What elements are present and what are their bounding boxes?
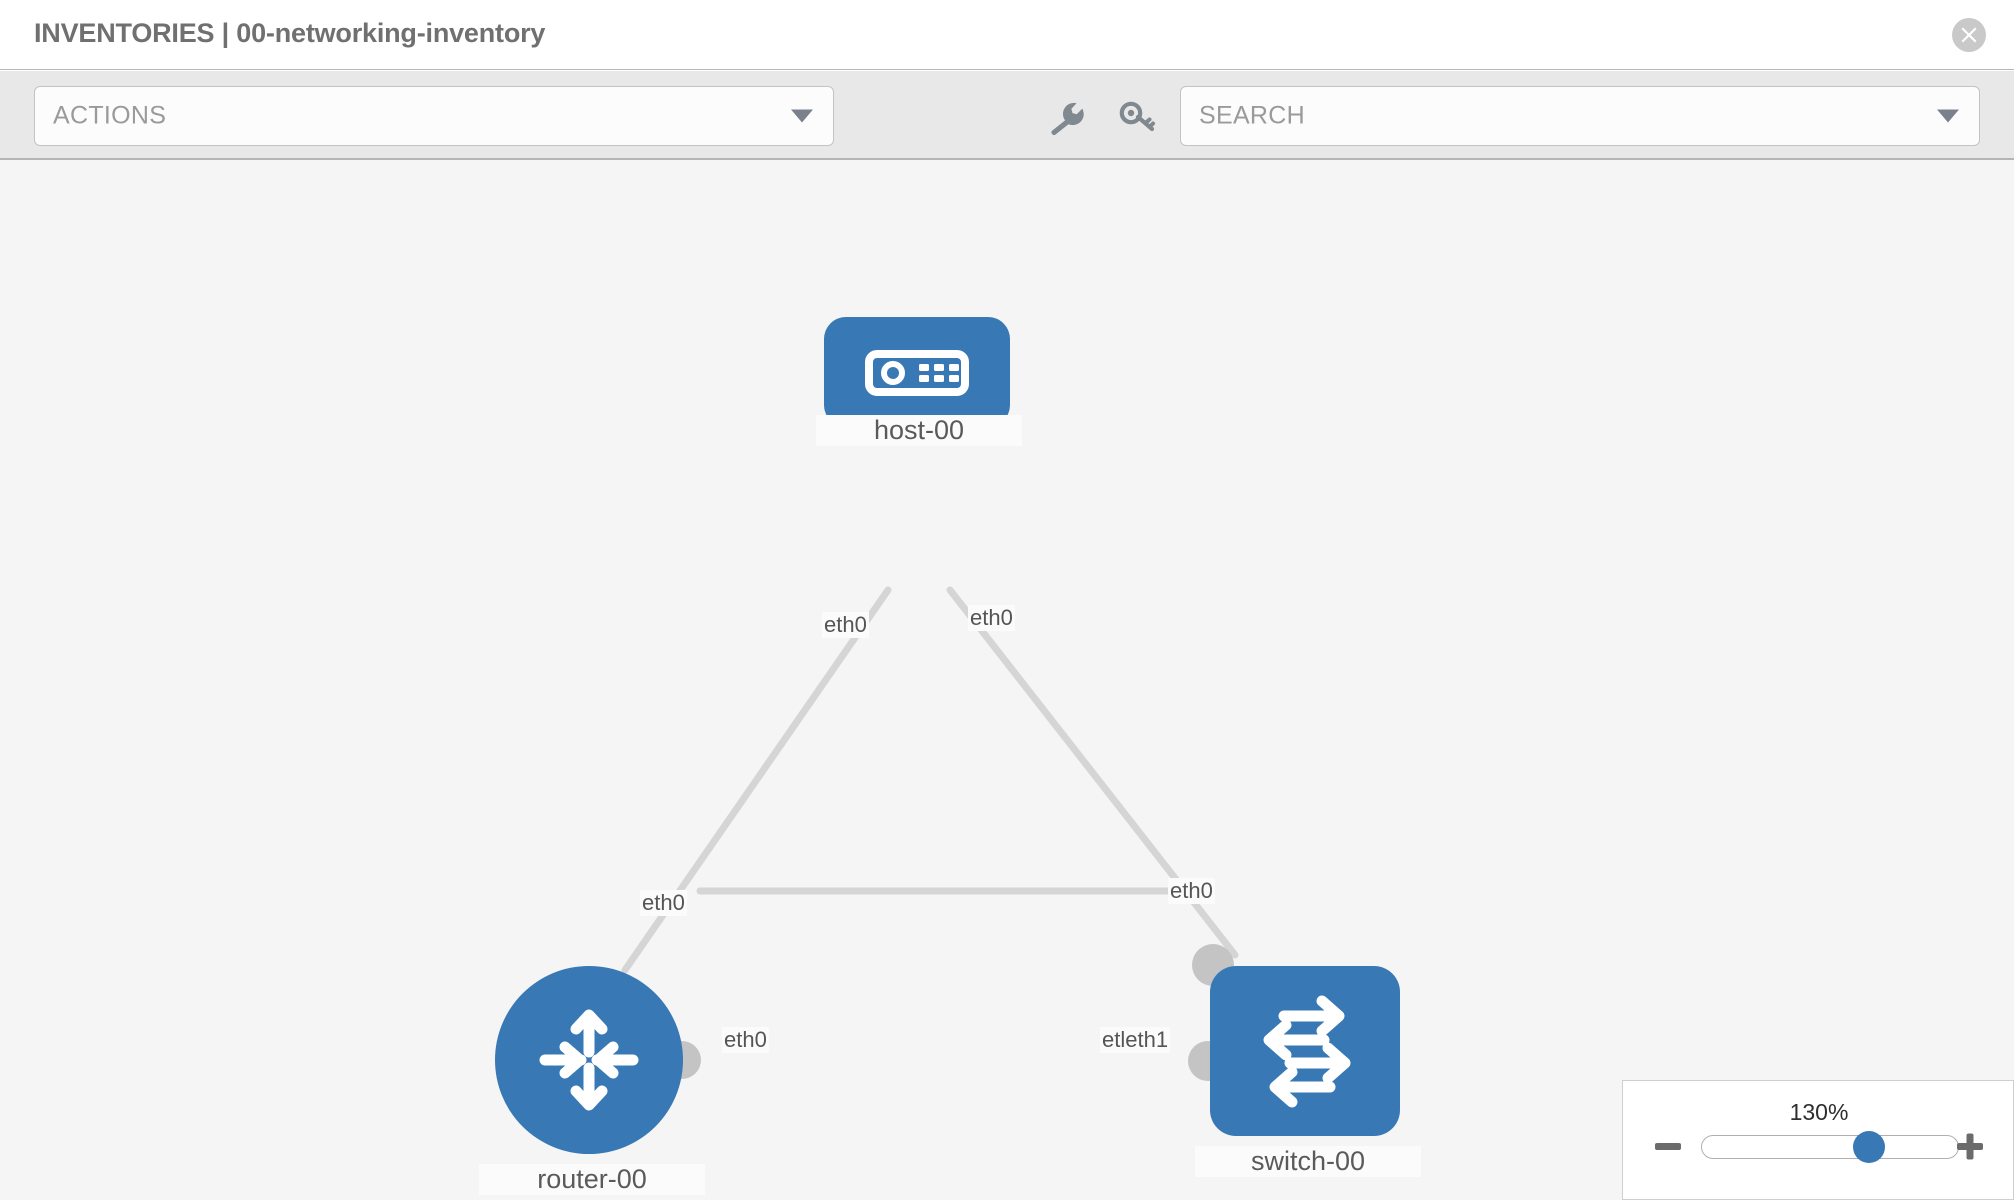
switch-node-label: switch-00 [1195,1146,1421,1177]
switch-node-shape[interactable] [1210,966,1400,1136]
server-device-icon [865,350,969,396]
edge-label-switch-left: etleth1 [1100,1027,1171,1053]
topology-node-switch[interactable]: switch-00 [1188,944,1421,1177]
search-input[interactable]: SEARCH [1180,86,1980,146]
page-header: INVENTORIES | 00-networking-inventory [0,0,2014,70]
router-arrows-icon [539,1009,639,1111]
topology-node-host[interactable]: host-00 [816,317,1022,446]
edge-label-switch-up: eth0 [1168,878,1215,904]
host-node-shape[interactable] [824,317,1010,427]
search-placeholder: SEARCH [1199,101,1305,130]
page-toolbar: ACTIONS SEARCH [0,71,2014,160]
key-icon[interactable] [1118,99,1158,137]
topology-links [621,586,1239,974]
chevron-down-icon [791,109,813,123]
topology-node-router[interactable]: router-00 [479,966,705,1195]
close-icon[interactable] [1952,18,1986,52]
switch-arrows-icon [1263,995,1351,1108]
zoom-control-panel: 130% [1622,1080,2014,1200]
wrench-icon[interactable] [1046,99,1086,137]
router-node-label: router-00 [479,1164,705,1195]
plus-icon[interactable] [1953,1129,1987,1163]
actions-dropdown-label: ACTIONS [53,101,167,130]
router-node-shape[interactable] [495,966,683,1154]
minus-icon[interactable] [1651,1129,1685,1163]
page-title: INVENTORIES | 00-networking-inventory [34,18,546,48]
chevron-down-icon [1937,109,1959,123]
edge-label-router-right: eth0 [722,1027,769,1053]
zoom-slider-track[interactable] [1701,1135,1959,1159]
host-node-label: host-00 [816,415,1022,446]
topology-canvas[interactable]: host-00 eth0 eth0 [0,160,2014,1200]
edge-label-host-left: eth0 [822,612,869,638]
zoom-level-value: 130% [1789,1099,1849,1125]
edge-label-router-up: eth0 [640,890,687,916]
zoom-slider-thumb[interactable] [1852,1131,1885,1163]
actions-dropdown[interactable]: ACTIONS [34,86,834,146]
edge-label-host-right: eth0 [968,605,1015,631]
